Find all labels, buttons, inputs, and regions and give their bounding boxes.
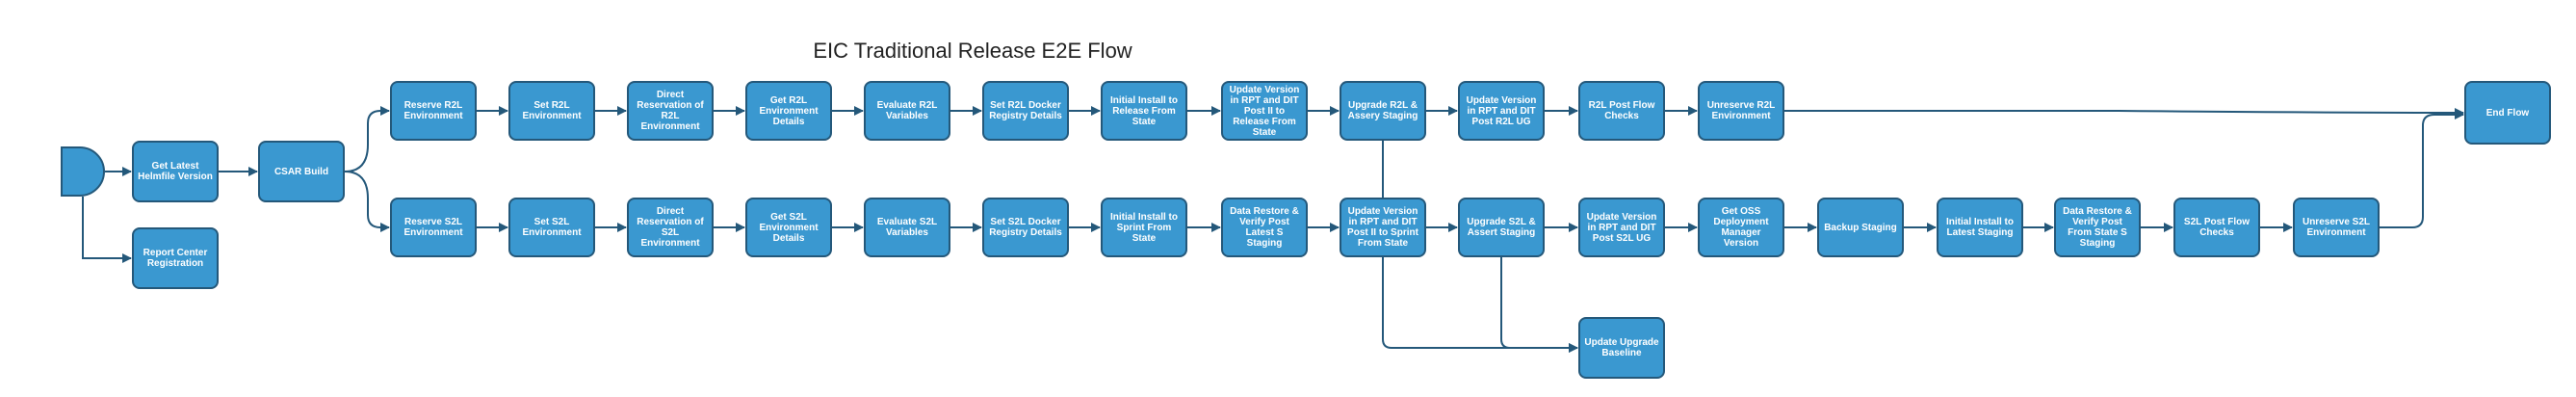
- node-backup[interactable]: Backup Staging: [1817, 198, 1904, 257]
- node-restore-post[interactable]: Data Restore & Verify Post From State S …: [2054, 198, 2141, 257]
- node-r2l-checks[interactable]: R2L Post Flow Checks: [1578, 81, 1665, 141]
- connector-upgrade-r2l-to-baseline: [1382, 141, 1578, 353]
- connector-upgrade-s2l-to-baseline: [1500, 257, 1578, 353]
- connector-unreserve-s2l-to-end: [2380, 110, 2464, 228]
- node-upgrade-s2l[interactable]: Upgrade S2L & Assert Staging: [1458, 198, 1545, 257]
- node-unreserve-r2l[interactable]: Unreserve R2L Environment: [1698, 81, 1784, 141]
- node-csar-build[interactable]: CSAR Build: [258, 141, 345, 202]
- start-node-shape[interactable]: [61, 146, 105, 197]
- node-install-latest[interactable]: Initial Install to Latest Staging: [1937, 198, 2023, 257]
- node-get-helmfile[interactable]: Get Latest Helmfile Version: [132, 141, 219, 202]
- node-s2l-checks[interactable]: S2L Post Flow Checks: [2173, 198, 2260, 257]
- node-update-s2l-pre[interactable]: Update Version in RPT and DIT Post II to…: [1340, 198, 1426, 257]
- node-report-center[interactable]: Report Center Registration: [132, 227, 219, 289]
- node-get-oss[interactable]: Get OSS Deployment Manager Version: [1698, 198, 1784, 257]
- node-get-s2l-details[interactable]: Get S2L Environment Details: [745, 198, 832, 257]
- node-unreserve-s2l[interactable]: Unreserve S2L Environment: [2293, 198, 2380, 257]
- node-upgrade-r2l[interactable]: Upgrade R2L & Assery Staging: [1340, 81, 1426, 141]
- node-reserve-r2l[interactable]: Reserve R2L Environment: [390, 81, 477, 141]
- node-install-s2l[interactable]: Initial Install to Sprint From State: [1101, 198, 1187, 257]
- node-update-s2l-post[interactable]: Update Version in RPT and DIT Post S2L U…: [1578, 198, 1665, 257]
- node-eval-r2l[interactable]: Evaluate R2L Variables: [864, 81, 950, 141]
- diagram-title: EIC Traditional Release E2E Flow: [813, 39, 1132, 63]
- node-set-r2l-docker[interactable]: Set R2L Docker Registry Details: [982, 81, 1069, 141]
- node-end-flow[interactable]: End Flow: [2464, 81, 2551, 145]
- node-direct-s2l[interactable]: Direct Reservation of S2L Environment: [627, 198, 714, 257]
- node-update-baseline[interactable]: Update Upgrade Baseline: [1578, 317, 1665, 379]
- node-update-r2l-pre[interactable]: Update Version in RPT and DIT Post II to…: [1221, 81, 1308, 141]
- node-set-s2l-docker[interactable]: Set S2L Docker Registry Details: [982, 198, 1069, 257]
- node-get-r2l-details[interactable]: Get R2L Environment Details: [745, 81, 832, 141]
- node-set-r2l[interactable]: Set R2L Environment: [508, 81, 595, 141]
- node-eval-s2l[interactable]: Evaluate S2L Variables: [864, 198, 950, 257]
- node-reserve-s2l[interactable]: Reserve S2L Environment: [390, 198, 477, 257]
- node-install-r2l[interactable]: Initial Install to Release From State: [1101, 81, 1187, 141]
- connector-csar-to-reserve-r2l: [344, 106, 390, 172]
- node-set-s2l[interactable]: Set S2L Environment: [508, 198, 595, 257]
- node-restore-s2l[interactable]: Data Restore & Verify Post Latest S Stag…: [1221, 198, 1308, 257]
- node-update-r2l-post[interactable]: Update Version in RPT and DIT Post R2L U…: [1458, 81, 1545, 141]
- node-direct-r2l[interactable]: Direct Reservation of R2L Environment: [627, 81, 714, 141]
- connector-unreserve-r2l-to-end: [1784, 107, 2464, 118]
- connector-start-to-report: [82, 197, 132, 263]
- connector-csar-to-reserve-s2l: [344, 171, 390, 232]
